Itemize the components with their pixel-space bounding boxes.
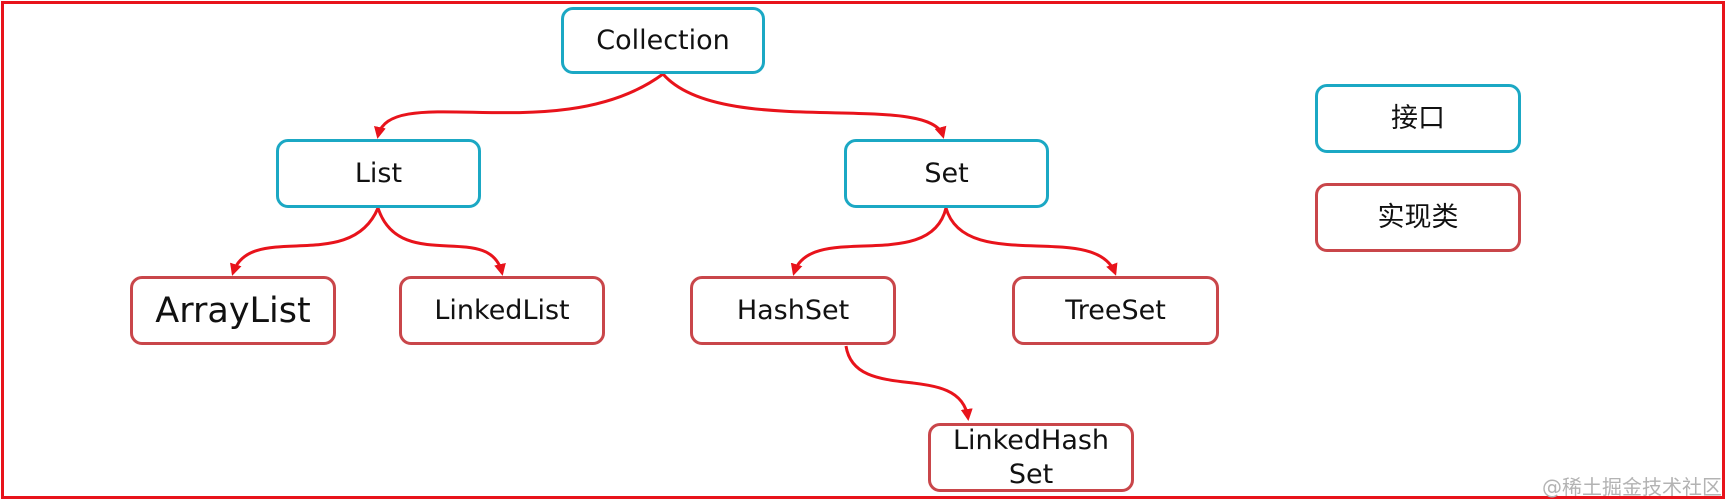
node-arraylist-label: ArrayList [155,290,311,331]
legend-implementation-label: 实现类 [1377,201,1459,233]
node-linkedhashset-label: LinkedHashSet [952,424,1110,490]
node-treeset-label: TreeSet [1065,294,1166,326]
node-treeset: TreeSet [1012,276,1219,345]
legend-interface: 接口 [1315,84,1521,153]
node-collection: Collection [561,7,765,74]
legend-interface-label: 接口 [1391,102,1445,134]
node-set: Set [844,139,1049,208]
watermark: @稀土掘金技术社区 [1542,475,1722,499]
node-set-label: Set [924,157,969,189]
node-linkedhashset: LinkedHashSet [928,423,1134,492]
node-arraylist: ArrayList [130,276,336,345]
node-linkedlist: LinkedList [399,276,605,345]
legend-implementation: 实现类 [1315,183,1521,252]
edge-collection-to-set [661,73,947,139]
node-list: List [276,139,481,208]
node-list-label: List [354,157,403,189]
node-linkedlist-label: LinkedList [434,294,570,326]
edge-list-to-linkedlist [376,207,506,276]
edge-set-to-hashset [790,207,948,276]
node-collection-label: Collection [596,24,730,56]
edge-set-to-treeset [944,207,1118,276]
edge-hashset-to-linkedhashset [844,345,973,421]
edge-collection-to-list [374,72,664,139]
edge-list-to-arraylist [230,207,380,276]
node-hashset: HashSet [690,276,896,345]
node-hashset-label: HashSet [736,294,850,326]
